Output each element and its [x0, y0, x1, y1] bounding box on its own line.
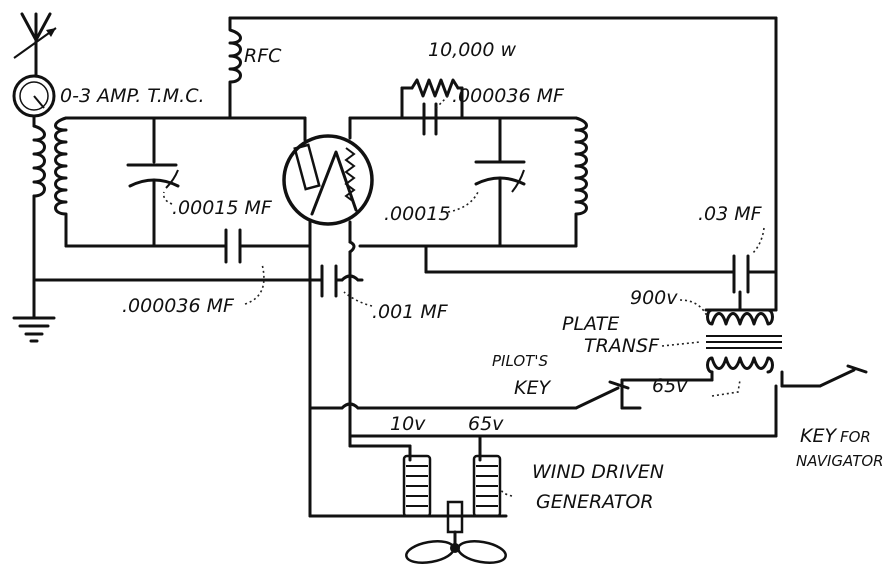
resistor-label: 10,000 w — [428, 39, 517, 61]
generator-label-2: GENERATOR — [536, 491, 654, 513]
antenna-cap-label: .000036 MF — [122, 295, 235, 317]
propeller-icon — [405, 540, 507, 564]
ground-icon — [12, 316, 56, 343]
pilots-key — [574, 380, 630, 410]
antenna-loading-coil — [32, 124, 46, 198]
plate-transformer-label-1: PLATE — [562, 313, 619, 335]
plate-transformer-label-2: TRANSF — [584, 335, 660, 357]
coupling-capacitor — [732, 254, 750, 294]
right-tuning-cap-label: .00015 — [384, 203, 450, 225]
grid-parallel-capacitor — [422, 102, 438, 136]
pilots-key-label-2: KEY — [514, 377, 551, 399]
ammeter-icon — [12, 74, 56, 118]
plate-transformer — [706, 308, 782, 374]
grid-capacitor — [224, 228, 242, 264]
grid-leak-resistor — [400, 78, 464, 120]
left-tank-coil — [54, 116, 68, 248]
bypass-cap-label: .001 MF — [372, 301, 449, 323]
vacuum-tube-icon — [282, 134, 374, 226]
navigator-key — [818, 364, 868, 388]
left-variable-capacitor — [126, 116, 180, 248]
coupling-cap-label: .03 MF — [698, 203, 763, 225]
plate-voltage-label: 900v — [630, 287, 678, 309]
right-tank-coil — [574, 116, 588, 248]
wind-driven-generator — [398, 454, 508, 550]
pilots-key-label-1: PILOT'S — [492, 352, 548, 370]
rf-choke-coil — [228, 16, 242, 120]
bypass-capacitor — [320, 264, 338, 298]
antenna-icon — [13, 12, 57, 78]
left-tuning-cap-label: .00015 MF — [172, 197, 273, 219]
rfc-label: RFC — [244, 45, 282, 67]
grid-cap-top-label: .000036 MF — [452, 85, 565, 107]
navigator-key-label-for: FOR — [840, 428, 871, 446]
gen-low-voltage-label: 10v — [390, 413, 426, 435]
primary-voltage-label: 65v — [652, 375, 688, 397]
ammeter-label: 0-3 AMP. T.M.C. — [60, 85, 205, 107]
gen-high-voltage-label: 65v — [468, 413, 504, 435]
navigator-key-label-1: KEY — [800, 425, 837, 447]
generator-label-1: WIND DRIVEN — [532, 461, 664, 483]
right-variable-capacitor — [474, 116, 526, 248]
navigator-key-label-2: NAVIGATOR — [796, 452, 884, 470]
